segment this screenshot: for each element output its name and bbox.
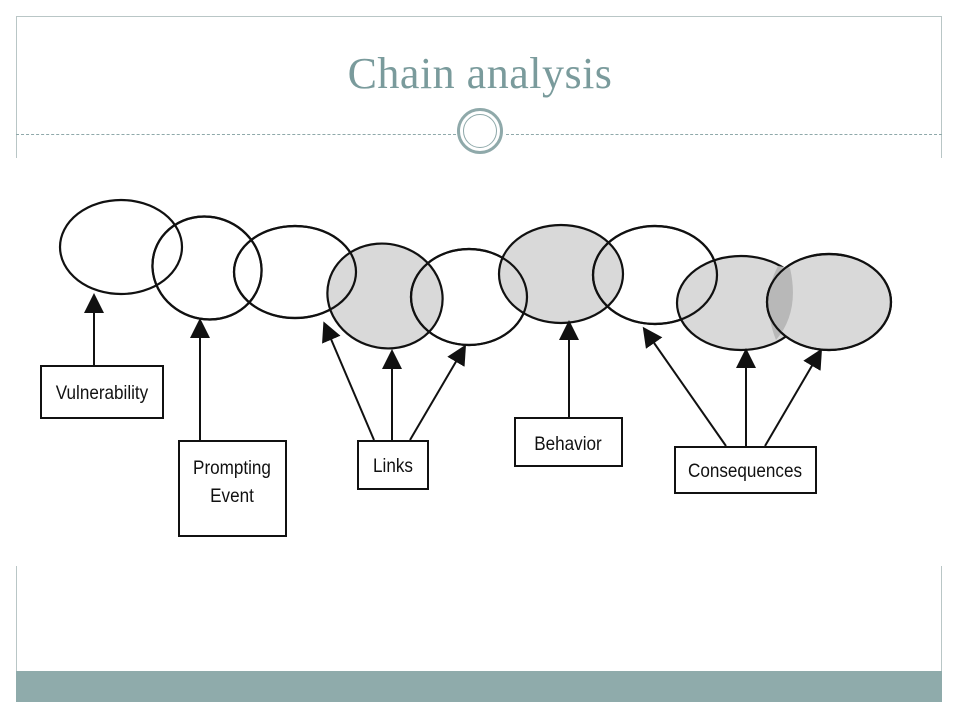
prompting-label-line2: Event [210, 485, 254, 506]
chain-oval-6-shaded [497, 223, 625, 325]
arrow-links-1 [322, 321, 375, 441]
title-divider-right [506, 134, 942, 135]
slide-title: Chain analysis [347, 49, 613, 98]
behavior-box [514, 417, 623, 467]
behavior-label: Behavior [534, 433, 601, 454]
overlap-shade-8-9 [768, 266, 793, 340]
consequences-label: Consequences [688, 460, 802, 481]
footer-accent-bar [16, 671, 942, 702]
consequences-box [674, 446, 817, 494]
prompting-event-box [178, 440, 287, 537]
chain-oval-4-shaded [326, 242, 444, 350]
arrow-consequences-3 [764, 348, 823, 447]
links-label: Links [373, 455, 413, 476]
arrow-consequences-1 [642, 326, 727, 447]
title-divider-left [16, 134, 456, 135]
chain-oval-1 [58, 198, 184, 296]
label-boxes [40, 365, 817, 537]
links-box [357, 440, 429, 490]
chain-links [58, 198, 893, 352]
arrows [84, 293, 823, 447]
arrow-links-3 [409, 344, 467, 441]
prompting-label-line1: Prompting [193, 457, 271, 478]
label-texts: Vulnerability Prompting Event Links Beha… [56, 382, 802, 506]
vulnerability-label: Vulnerability [56, 382, 148, 403]
vulnerability-box [40, 365, 164, 419]
divider-circle-ornament [457, 108, 503, 154]
